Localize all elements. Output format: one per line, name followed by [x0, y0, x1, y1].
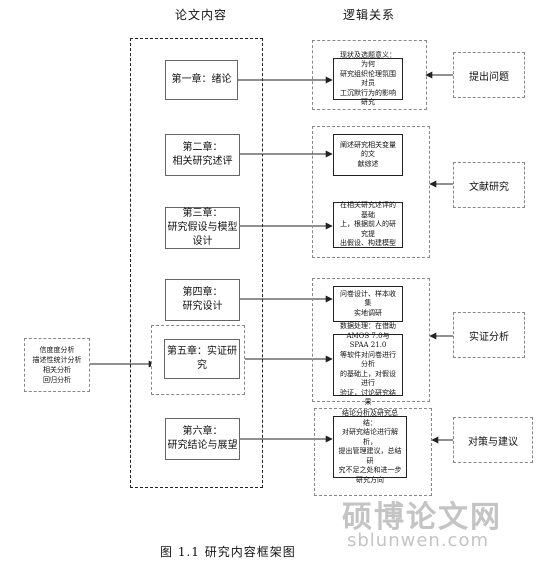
chapter-4-label: 第四章： 研究设计: [182, 287, 223, 312]
chapters-frame: [130, 38, 263, 488]
logic-box-4: 问卷设计、样本收集 实地调研: [333, 286, 403, 322]
watermark-chinese: 硕博论文网: [342, 500, 502, 535]
figure-caption: 图 1.1 研究内容框架图: [160, 545, 296, 559]
chapter-6-box: 第六章： 研究结论与展望: [165, 418, 240, 460]
header-logic-relation: 逻辑关系: [343, 8, 396, 22]
watermark-url: sblunwen.com: [347, 530, 489, 551]
logic-box-6: 结论分析及研究总结： 对研究结论进行解析， 提出管理建议，总结研 究不足之处和进…: [333, 409, 407, 484]
logic-group-4: [314, 408, 432, 496]
logic-group-2: [312, 126, 430, 258]
side-label-empirical-analysis: 实证分析: [453, 312, 525, 358]
logic-box-6-text: 结论分析及研究总结： 对研究结论进行解析， 提出管理建议，总结研 究不足之处和进…: [338, 409, 402, 484]
chapter-5-box: 第五章：实证研究: [164, 339, 240, 379]
chapter-3-box: 第三章： 研究假设与模型设计: [165, 207, 240, 249]
methods-box-text: 信度度分析 描述性统计分析 相关分析 回归分析: [32, 346, 82, 384]
logic-group-1: [312, 40, 427, 110]
methods-box: 信度度分析 描述性统计分析 相关分析 回归分析: [24, 338, 90, 392]
logic-box-2-text: 阐述研究相关变量的文 献综述: [340, 140, 396, 168]
chapter-5-label: 第五章：实证研究: [167, 346, 237, 371]
logic-box-1-text: 现状及选题意义：为何 研究组织伦理氛围对员 工沉默行为的影响研究: [340, 50, 396, 107]
side-label-literature-study: 文献研究: [453, 162, 525, 208]
logic-box-5-text: 数据处理：在借助 AMOS 7.0与SPAA 21.0 等软件对问卷进行分析 的…: [340, 322, 396, 407]
logic-box-2: 阐述研究相关变量的文 献综述: [333, 134, 403, 176]
chapter-4-box: 第四章： 研究设计: [165, 279, 240, 321]
chapter-6-label: 第六章： 研究结论与展望: [167, 426, 238, 451]
logic-box-3-text: 在相关研究述评的基础 上，根据前人的研究提 出假设、构建模型: [340, 201, 396, 248]
chapter-2-label: 第二章： 相关研究述评: [172, 142, 233, 167]
side-label-countermeasures: 对策与建议: [453, 417, 533, 463]
chapter-2-box: 第二章： 相关研究述评: [165, 134, 240, 176]
chapter-1-box: 第一章：绪论: [165, 60, 238, 100]
logic-box-3: 在相关研究述评的基础 上，根据前人的研究提 出假设、构建模型: [333, 201, 403, 248]
header-paper-content: 论文内容: [175, 8, 228, 22]
logic-group-3: [312, 278, 430, 402]
logic-box-1: 现状及选题意义：为何 研究组织伦理氛围对员 工沉默行为的影响研究: [333, 51, 403, 106]
logic-box-4-text: 问卷设计、样本收集 实地调研: [340, 289, 396, 317]
chapter-1-label: 第一章：绪论: [171, 74, 232, 85]
chapter-3-label: 第三章： 研究假设与模型设计: [167, 208, 238, 247]
logic-box-5: 数据处理：在借助 AMOS 7.0与SPAA 21.0 等软件对问卷进行分析 的…: [333, 322, 403, 406]
side-label-raise-question: 提出问题: [453, 52, 525, 98]
